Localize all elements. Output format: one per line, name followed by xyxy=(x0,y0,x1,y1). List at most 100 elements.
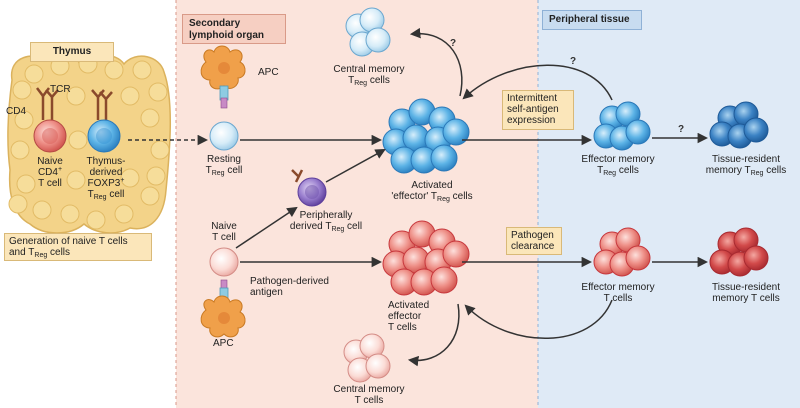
resting-line1: Resting xyxy=(207,154,241,165)
thymus-cell-dot xyxy=(66,86,86,106)
eff-mem-treg-rest: cells xyxy=(616,165,639,176)
peripherally-derived-treg-label: Peripherally derived TReg cell xyxy=(280,210,372,233)
thymus-cell-dot xyxy=(68,130,88,150)
thymus-derived-treg-cell xyxy=(87,119,121,153)
eff-mem-t-line2: T cells xyxy=(603,293,633,304)
tder-line1: Thymus- xyxy=(86,156,126,167)
resting-treg-cell xyxy=(209,121,239,151)
thymus-cell-dot xyxy=(120,86,140,106)
naive-cd4-line3: T cell xyxy=(38,178,62,189)
cd4-label: CD4 xyxy=(6,106,27,117)
thymus-cell-dot xyxy=(12,80,32,100)
pathogen-clearance-box: Pathogen clearance xyxy=(506,227,562,255)
thymus-treg-label: Thymus- derived FOXP3+ TReg cell xyxy=(80,156,132,201)
tissue-resident-t-cluster xyxy=(709,227,769,277)
tder-line4-sub: Reg xyxy=(93,194,107,201)
resting-t: T xyxy=(205,165,212,176)
tcr-icon-3 xyxy=(91,89,105,99)
thymus-cell-dot xyxy=(148,82,168,102)
resting-rest: cell xyxy=(224,165,243,176)
tcr-icon-4 xyxy=(99,91,113,101)
periph-rest: cell xyxy=(344,221,363,232)
eff-mem-treg-line1: Effector memory xyxy=(581,154,655,165)
activated-treg-sub: Reg xyxy=(437,196,450,203)
activated-eff-line3: T cells xyxy=(388,322,417,333)
question-mark-tissue: ? xyxy=(678,124,685,135)
tder-line3-sup: + xyxy=(120,177,125,184)
thymus-tissue xyxy=(7,52,172,234)
apc-bottom-icon xyxy=(200,295,246,338)
thymus-cell-dot xyxy=(60,204,80,224)
central-memory-t-label: Central memory T cells xyxy=(326,384,412,406)
naive-t-cell-label: Naive T cell xyxy=(200,221,248,243)
tissue-resident-t-label: Tissue-resident memory T cells xyxy=(696,282,796,304)
secondary-lymphoid-header: Secondary lymphoid organ xyxy=(182,14,286,44)
apc-top-label: APC xyxy=(258,67,279,78)
tr-mem-treg-line1: Tissue-resident xyxy=(712,154,780,165)
thymus-cell-dot xyxy=(150,140,170,160)
eff-mem-treg-sub: Reg xyxy=(603,170,617,177)
central-t-line2: T cells xyxy=(354,395,384,406)
central-treg-line1: Central memory xyxy=(333,64,405,75)
resting-sub: Reg xyxy=(211,170,225,177)
thymus-caption-box: Generation of naive T cells and TReg cel… xyxy=(4,233,152,261)
thymus-caption-sub: Reg xyxy=(34,252,48,259)
central-memory-treg-cluster xyxy=(345,7,391,57)
apc-bottom-label: APC xyxy=(213,338,234,349)
clearance-line1: Pathogen xyxy=(511,230,554,241)
activated-treg-line1: Activated xyxy=(411,180,453,191)
periph-sub: Reg xyxy=(331,226,345,233)
naive-cd4-line2: CD4 xyxy=(37,167,58,178)
reactivation-t-arrow xyxy=(464,299,613,339)
naive-to-ptreg-arrow xyxy=(235,206,298,249)
effector-memory-treg-cluster xyxy=(593,101,651,151)
to-central-memory-t-arrow xyxy=(407,303,460,367)
tr-mem-t-line2: memory T cells xyxy=(712,293,780,304)
tissue-resident-treg-label: Tissue-resident memory TReg cells xyxy=(696,154,796,177)
thymus-cell-dot xyxy=(140,108,160,128)
peripheral-tissue-header: Peripheral tissue xyxy=(542,10,642,30)
tr-mem-treg-line2: memory T xyxy=(705,165,751,176)
ptreg-to-activated-arrow xyxy=(325,148,386,183)
thymus-cell-dot xyxy=(104,60,124,80)
central-treg-sub: Reg xyxy=(354,80,368,87)
activated-treg-cell xyxy=(442,118,470,146)
central-treg-t: T xyxy=(348,75,355,86)
periph-line2: derived T xyxy=(289,221,332,232)
thymus-cell-dot xyxy=(120,168,140,188)
thymus-header: Thymus xyxy=(30,42,114,62)
activated-effector-cell xyxy=(430,266,458,294)
activated-effector-treg-cluster xyxy=(382,98,470,174)
tder-line2: derived xyxy=(89,167,123,178)
peripheral-tissue-region xyxy=(538,0,800,408)
effector-memory-treg-label: Effector memory TReg cells xyxy=(576,154,660,177)
effector-memory-t-label: Effector memory T cells xyxy=(576,282,660,304)
reactivation-treg-arrow xyxy=(462,64,613,101)
intermittent-box: Intermittent self-antigen expression xyxy=(502,90,574,130)
eff-mem-treg-t: T xyxy=(597,165,604,176)
activated-eff-line2: effector xyxy=(388,311,422,322)
thymus-cell-dot xyxy=(16,174,36,194)
activated-treg-label: Activated 'effector' TReg cells xyxy=(386,180,478,203)
thymus-cell-dot xyxy=(114,204,134,224)
central-memory-t-cluster xyxy=(343,333,391,383)
tder-line4-rest: cell xyxy=(106,189,125,200)
to-central-memory-treg-arrow xyxy=(409,27,463,97)
activated-treg-line2: 'effector' T xyxy=(391,191,438,202)
thymus-cell-dot xyxy=(14,110,34,130)
tr-mem-treg-sub: Reg xyxy=(750,170,764,177)
naive-cd4-line1: Naive xyxy=(37,156,63,167)
eff-mem-t-line1: Effector memory xyxy=(581,282,655,293)
tcr-icon-2 xyxy=(45,89,59,99)
pathogen-line1: Pathogen-derived xyxy=(250,276,329,287)
intermittent-line1: Intermittent xyxy=(507,93,558,104)
peripherally-derived-treg-icon xyxy=(291,169,327,207)
thymus-cell-dot xyxy=(146,166,166,186)
thymus-cell-dot xyxy=(132,60,152,80)
thymus-cell-dot xyxy=(32,200,52,220)
central-t-line1: Central memory xyxy=(333,384,405,395)
thymus-caption-text: Generation of naive T cells and T xyxy=(9,236,128,258)
activated-effector-cell xyxy=(442,240,470,268)
